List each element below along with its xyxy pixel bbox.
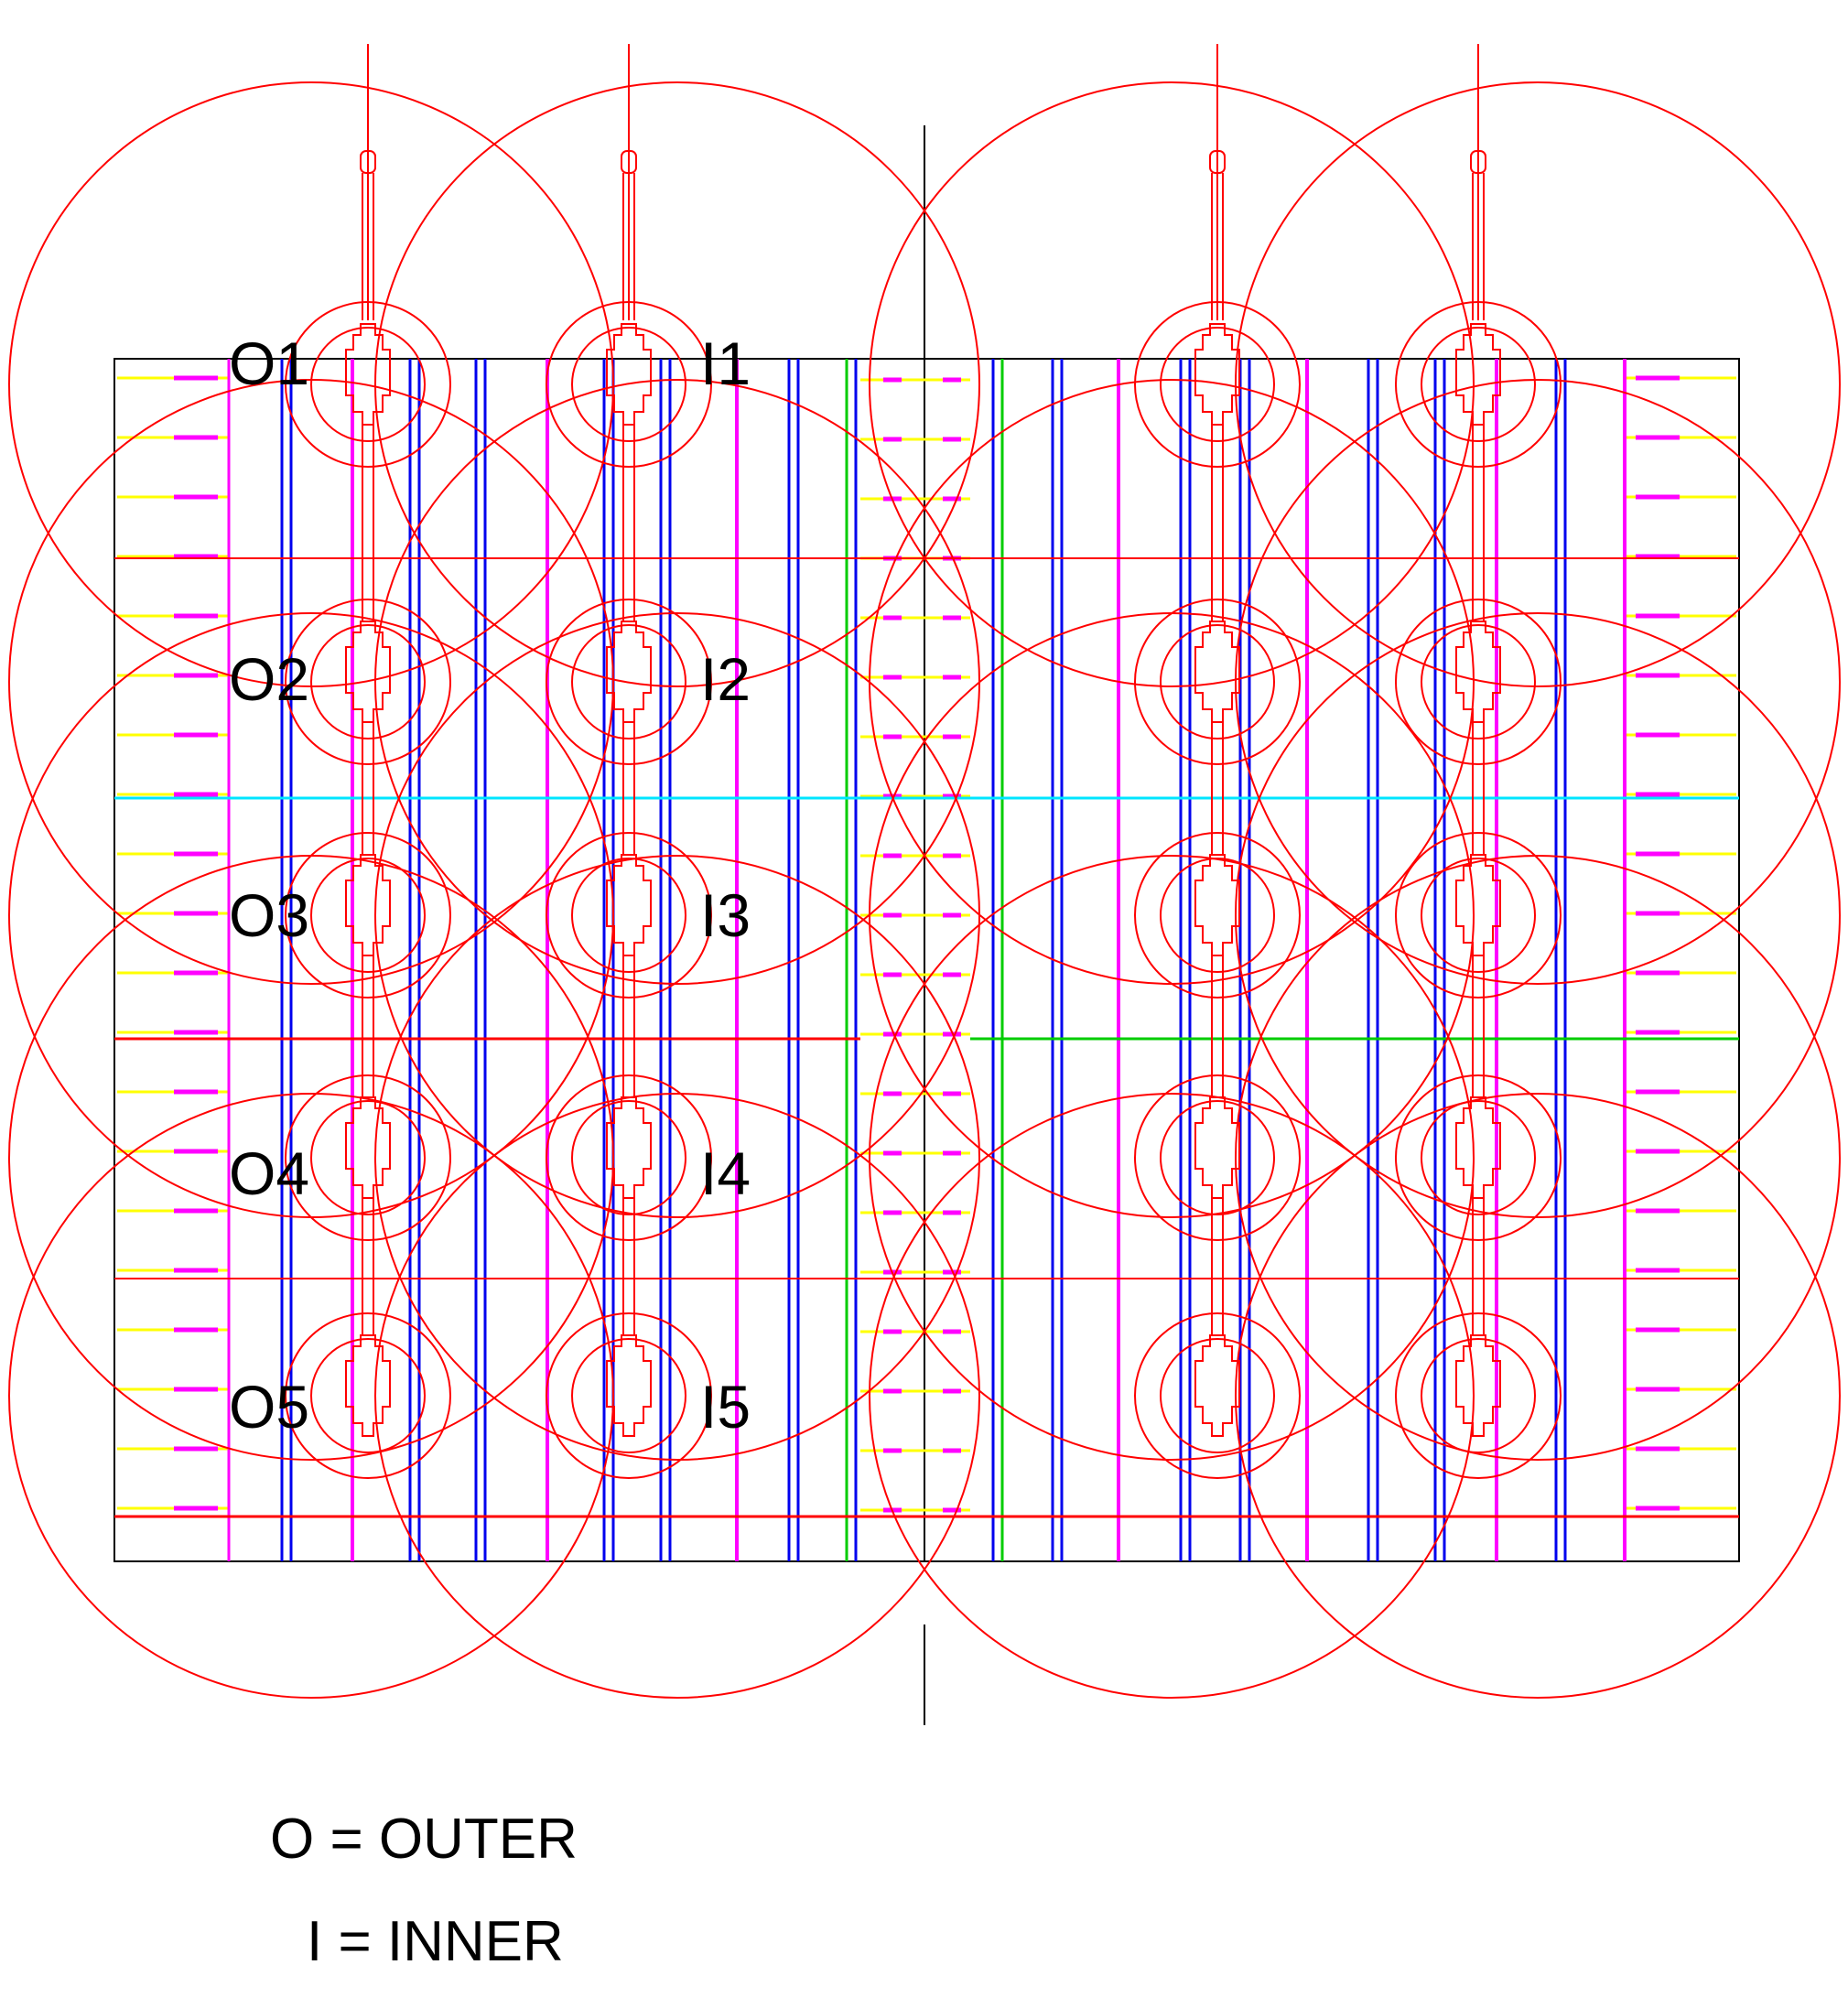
ring-outer: [1395, 832, 1562, 998]
ring-outer: [1395, 1074, 1562, 1241]
ring-outer: [546, 599, 712, 765]
coverage-circles: [8, 81, 1841, 1699]
sprinkler-head: [1455, 323, 1501, 426]
inner-label-3: I3: [700, 881, 751, 949]
outer-label-1: O1: [229, 329, 309, 397]
coverage-circle: [869, 379, 1475, 985]
riser-cap: [1209, 150, 1226, 174]
ring-inner: [1160, 327, 1275, 442]
ring-inner: [1160, 624, 1275, 739]
sprinkler-head: [1455, 1334, 1501, 1437]
ring-inner: [571, 327, 686, 442]
outer-label-4: O4: [229, 1139, 309, 1207]
ring-inner: [1421, 624, 1536, 739]
ring-inner: [571, 1100, 686, 1215]
ring-inner: [310, 858, 426, 973]
coverage-circle: [374, 855, 980, 1461]
ring-inner: [1160, 858, 1275, 973]
ring-inner: [1421, 327, 1536, 442]
ring-inner: [310, 624, 426, 739]
ring-inner: [310, 1338, 426, 1453]
ring-outer: [546, 1074, 712, 1241]
ring-outer: [285, 1312, 451, 1479]
sprinkler-head: [1455, 854, 1501, 956]
coverage-circle: [374, 612, 980, 1218]
ring-inner: [310, 327, 426, 442]
sprinkler-head: [1194, 1334, 1240, 1437]
sprinkler-head: [1455, 1096, 1501, 1199]
ring-inner: [1160, 1100, 1275, 1215]
ring-inner: [1421, 858, 1536, 973]
sprinkler-head: [1455, 621, 1501, 723]
riser-cap: [1470, 150, 1486, 174]
riser-cap: [360, 150, 376, 174]
outer-label-5: O5: [229, 1373, 309, 1441]
ring-inner: [1160, 1338, 1275, 1453]
legend-inner: I = INNER: [307, 1910, 564, 1973]
ring-outer: [285, 832, 451, 998]
building-outline: [113, 358, 1740, 1562]
ring-outer: [1134, 1312, 1301, 1479]
row-labels: O1 O2 O3 O4 O5 I1 I2 I3 I4 I5: [229, 329, 751, 1441]
sprinkler-head: [1194, 854, 1240, 956]
ring-outer: [1134, 1074, 1301, 1241]
ring-outer: [1134, 832, 1301, 998]
sprinkler-head: [345, 1334, 391, 1437]
inner-label-2: I2: [700, 645, 751, 713]
ring-outer: [546, 1312, 712, 1479]
sprinkler-units: [345, 44, 1501, 1437]
coverage-circle: [1235, 855, 1841, 1461]
ring-outer: [285, 599, 451, 765]
coverage-circle: [869, 81, 1475, 687]
outer-label-3: O3: [229, 881, 309, 949]
ring-outer: [285, 1074, 451, 1241]
coverage-circle: [1235, 612, 1841, 1218]
outer-label-2: O2: [229, 645, 309, 713]
coverage-circle: [374, 379, 980, 985]
coverage-circle: [1235, 379, 1841, 985]
ring-outer: [1395, 1312, 1562, 1479]
sprinkler-head: [1194, 323, 1240, 426]
coverage-circle: [1235, 1093, 1841, 1699]
ring-outer: [1134, 599, 1301, 765]
sprinkler-head: [606, 1334, 652, 1437]
coverage-circle: [869, 855, 1475, 1461]
ring-inner: [571, 624, 686, 739]
sprinkler-head: [1194, 1096, 1240, 1199]
riser-cap: [621, 150, 637, 174]
inner-label-1: I1: [700, 329, 751, 397]
coverage-circle: [374, 1093, 980, 1699]
coverage-circle: [374, 81, 980, 687]
ring-outer: [1395, 599, 1562, 765]
legend-outer: O = OUTER: [270, 1808, 578, 1871]
ring-inner: [571, 858, 686, 973]
coverage-circle: [1235, 81, 1841, 687]
inner-label-5: I5: [700, 1373, 751, 1441]
legend: O = OUTER I = INNER: [270, 1808, 578, 1973]
ring-inner: [1421, 1100, 1536, 1215]
sprinkler-head: [1194, 621, 1240, 723]
inner-label-4: I4: [700, 1139, 751, 1207]
ring-inner: [310, 1100, 426, 1215]
ring-outer: [546, 832, 712, 998]
layout-grid: [113, 125, 1740, 1725]
ring-inner: [571, 1338, 686, 1453]
coverage-circle: [8, 1093, 614, 1699]
coverage-circle: [869, 1093, 1475, 1699]
ring-inner: [1421, 1338, 1536, 1453]
